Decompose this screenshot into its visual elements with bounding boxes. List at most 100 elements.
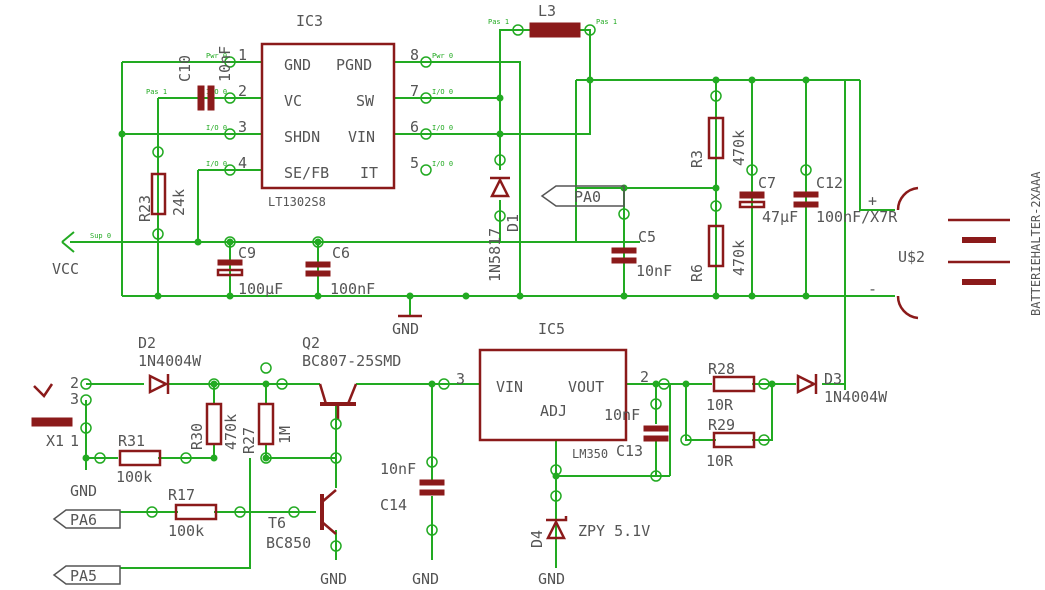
ic3: IC3 LT1302S8 GND VC SHDN SE/FB PGND SW V… [206, 12, 453, 209]
r23-resistor: R23 24k [136, 146, 188, 240]
c6-capacitor: C6 100nF [305, 236, 375, 298]
r17-resistor: R17 100k [168, 486, 218, 540]
svg-text:Pas 1: Pas 1 [146, 88, 167, 96]
c5-value: 10nF [636, 262, 672, 280]
r30-value: 470k [222, 414, 240, 450]
battery-plus: + [868, 192, 877, 210]
l3-inductor: L3 Pas 1 Pas 1 [488, 2, 617, 38]
svg-text:I/O 0: I/O 0 [206, 124, 227, 132]
c6-name: C6 [332, 244, 350, 262]
r29-name: R29 [708, 416, 735, 434]
vcc-label: VCC Sup 0 [52, 231, 111, 278]
c14-name: C14 [380, 496, 407, 514]
r29-resistor: R29 10R [706, 416, 756, 470]
gnd-top-text: GND [392, 320, 419, 338]
c13-name: C13 [616, 442, 643, 460]
d3-name: D3 [824, 370, 842, 388]
ic3-pin4-name: SE/FB [284, 164, 329, 182]
pa5-label: PA5 [52, 565, 121, 585]
t6-transistor: T6 BC850 GND [266, 489, 347, 588]
r27-resistor: R27 1M [240, 402, 294, 454]
ic3-pin2-name: VC [284, 92, 302, 110]
c13-capacitor: 10nF C13 [604, 406, 669, 460]
c12-value: 100nF/X7R [816, 208, 898, 226]
svg-text:I/O 0: I/O 0 [432, 88, 453, 96]
d3-value: 1N4004W [824, 388, 888, 406]
svg-text:1: 1 [70, 432, 79, 450]
q2-name: Q2 [302, 334, 320, 352]
t6-value: BC850 [266, 534, 311, 552]
top-junctions [118, 76, 810, 300]
x1-connector: 2 3 1 X1 GND [31, 374, 97, 500]
bottom-junctions [82, 380, 776, 480]
r3-value: 470k [730, 130, 748, 166]
c12-capacitor: C12 100nF/X7R [793, 164, 898, 226]
r28-resistor: R28 10R [706, 360, 756, 414]
svg-text:I/O 0: I/O 0 [432, 124, 453, 132]
d4-value: ZPY 5.1V [578, 522, 650, 540]
d2-diode: D2 1N4004W [138, 334, 202, 395]
ic3-name: IC3 [296, 12, 323, 30]
c10-value: 10nF [216, 46, 234, 82]
t6-name: T6 [268, 514, 286, 532]
c9-name: C9 [238, 244, 256, 262]
ic3-pin2-num: 2 [238, 82, 247, 100]
c5-name: C5 [638, 228, 656, 246]
svg-text:Sup 0: Sup 0 [90, 232, 111, 240]
c7-name: C7 [758, 174, 776, 192]
ic3-pin6-name: VIN [348, 128, 375, 146]
r17-name: R17 [168, 486, 195, 504]
ic3-pin1-name: GND [284, 56, 311, 74]
r29-value: 10R [706, 452, 734, 470]
c10-name: C10 [176, 55, 194, 82]
ic5-value: LM350 [572, 447, 608, 461]
svg-text:Pas 1: Pas 1 [488, 18, 509, 26]
ic3-pin5-num: 5 [410, 154, 419, 172]
svg-text:Pwr 0: Pwr 0 [206, 52, 227, 60]
r27-value: 1M [276, 426, 294, 444]
battery-minus: - [868, 280, 877, 298]
gnd-x1: GND [70, 482, 97, 500]
battery-holder: + - U$2 BATTERIEHALTER-2XAAA [868, 171, 1043, 320]
r6-value: 470k [730, 240, 748, 276]
ic3-pin3-name: SHDN [284, 128, 320, 146]
q2-value: BC807-25SMD [302, 352, 401, 370]
r27-name: R27 [240, 427, 258, 454]
r17-value: 100k [168, 522, 204, 540]
ic3-pin5-name: IT [360, 164, 378, 182]
ic5-pin2: 2 [640, 368, 649, 386]
ic5: IC5 VIN VOUT ADJ LM350 3 2 [456, 320, 649, 461]
ic3-pin4-num: 4 [238, 154, 247, 172]
ic5-pin3: 3 [456, 370, 465, 388]
pa5-text: PA5 [70, 567, 97, 585]
d1-name: D1 [504, 214, 522, 232]
ic3-pin8-num: 8 [410, 46, 419, 64]
ic3-pin7-name: SW [356, 92, 375, 110]
r30-resistor: R30 470k [188, 402, 240, 450]
c10-capacitor: C10 10nF Pas 1 [146, 46, 234, 111]
r31-name: R31 [118, 432, 145, 450]
c9-capacitor: C9 100µF [216, 236, 283, 298]
r3-name: R3 [688, 150, 706, 168]
pa0-label: PA0 [540, 185, 625, 207]
svg-text:I/O 0: I/O 0 [206, 160, 227, 168]
ic3-pin1-num: 1 [238, 46, 247, 64]
ic5-vin: VIN [496, 378, 523, 396]
c12-name: C12 [816, 174, 843, 192]
pa0-text: PA0 [574, 188, 601, 206]
ic3-pin6-num: 6 [410, 118, 419, 136]
c14-capacitor: 10nF C14 GND [380, 460, 445, 588]
svg-text:2: 2 [70, 374, 79, 392]
ic3-pin7-num: 7 [410, 82, 419, 100]
r30-name: R30 [188, 423, 206, 450]
gnd-d4: GND [538, 570, 565, 588]
pa6-text: PA6 [70, 511, 97, 529]
us2-name: U$2 [898, 248, 925, 266]
q2-transistor: Q2 BC807-25SMD [302, 334, 401, 420]
x1-name: X1 [46, 432, 64, 450]
r28-name: R28 [708, 360, 735, 378]
c5-capacitor: C5 10nF [611, 208, 672, 280]
ic5-name: IC5 [538, 320, 565, 338]
r31-value: 100k [116, 468, 152, 486]
ic5-adj: ADJ [540, 402, 567, 420]
